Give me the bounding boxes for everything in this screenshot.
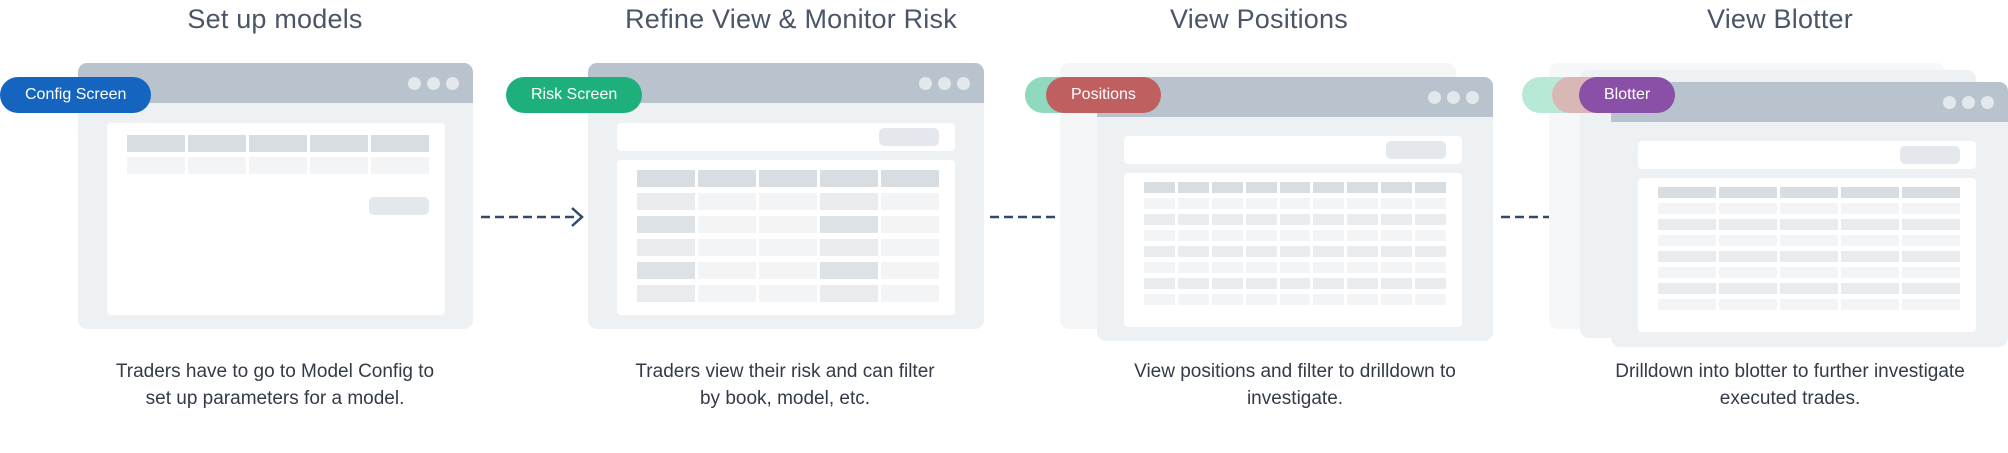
positions-filter-bar: [1124, 136, 1462, 164]
risk-screen-window: [588, 63, 984, 329]
step-3-description-line-1: View positions and filter to drilldown t…: [1134, 361, 1456, 382]
step-3-title: View Positions: [1170, 4, 1348, 34]
risk-filter-button[interactable]: [879, 128, 939, 146]
risk-table: [637, 170, 939, 302]
step-1-description: Traders have to go to Model Config to se…: [65, 358, 485, 412]
step-3-description-line-2: investigate.: [1246, 388, 1344, 409]
blotter-window: [1611, 82, 2008, 347]
step-2-description-line-1: Traders view their risk and can filter: [635, 361, 935, 382]
risk-table-panel: [617, 160, 955, 315]
config-panel: [107, 123, 445, 315]
positions-badge: Positions: [1046, 77, 1161, 113]
positions-table: [1144, 182, 1446, 305]
step-1-title: Set up models: [187, 4, 363, 34]
window-controls: [1428, 91, 1479, 104]
step-4-title: View Blotter: [1707, 4, 1853, 34]
config-save-button[interactable]: [369, 197, 429, 215]
step-2-title: Refine View & Monitor Risk: [625, 4, 957, 34]
step-1-description-line-2: set up parameters for a model.: [145, 388, 405, 409]
step-1-description-line-1: Traders have to go to Model Config to: [115, 361, 435, 382]
config-table-row: [127, 157, 429, 174]
positions-table-panel: [1124, 173, 1462, 327]
risk-filter-bar: [617, 123, 955, 151]
window-title-bar: [1097, 77, 1493, 117]
blotter-table: [1658, 187, 1960, 310]
step-4-description-line-2: executed trades.: [1719, 388, 1861, 409]
positions-window: [1097, 77, 1493, 341]
blotter-badge: Blotter: [1579, 77, 1676, 113]
window-controls: [1943, 96, 1994, 109]
config-screen-window: [78, 63, 473, 329]
step-2-description: Traders view their risk and can filter b…: [575, 358, 995, 412]
window-title-bar: [1611, 82, 2008, 122]
blotter-filter-bar: [1638, 141, 1976, 169]
step-2-description-line-2: by book, model, etc.: [699, 388, 871, 409]
step-3-description: View positions and filter to drilldown t…: [1085, 358, 1505, 412]
step-4-description: Drilldown into blotter to further invest…: [1580, 358, 2000, 412]
flow-arrow-1: [481, 207, 584, 227]
blotter-filter-button[interactable]: [1900, 146, 1960, 164]
window-controls: [919, 77, 970, 90]
window-controls: [408, 77, 459, 90]
risk-screen-badge: Risk Screen: [506, 77, 643, 113]
config-table-header: [127, 135, 429, 152]
step-4-description-line-1: Drilldown into blotter to further invest…: [1615, 361, 1965, 382]
config-screen-badge: Config Screen: [0, 77, 152, 113]
positions-filter-button[interactable]: [1386, 141, 1446, 159]
window-title-bar: [588, 63, 984, 103]
blotter-table-panel: [1638, 178, 1976, 332]
